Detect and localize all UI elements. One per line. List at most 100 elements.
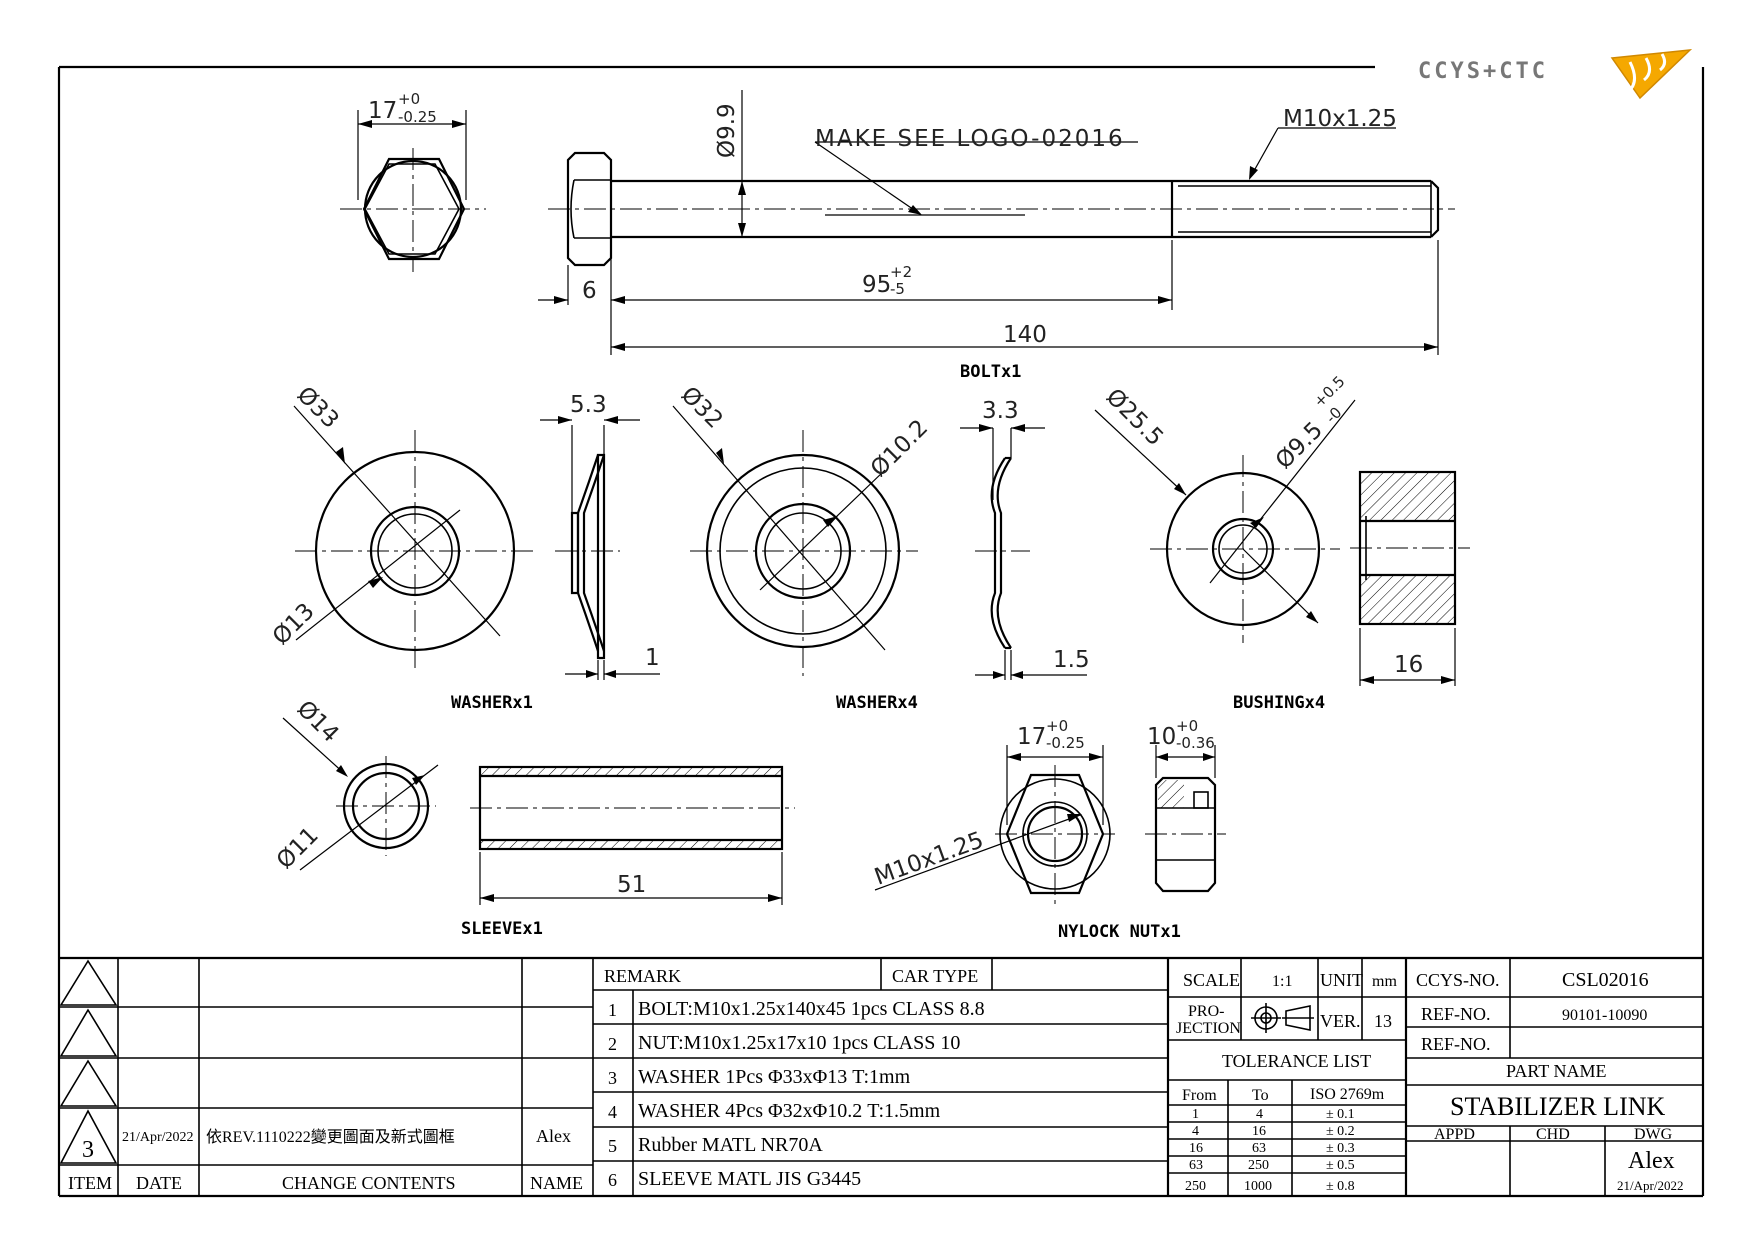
- washer4-thickness-dim: 1.5: [1053, 647, 1090, 673]
- rev-header-name: NAME: [530, 1173, 583, 1193]
- tol-from-2: 4: [1192, 1124, 1199, 1139]
- sleeve-end-view: [282, 717, 439, 871]
- bushing-label: BUSHINGx4: [1233, 693, 1325, 713]
- tol-val-4: ± 0.5: [1326, 1158, 1355, 1173]
- bolt-hex-af-dim: 17: [368, 98, 397, 124]
- unit-label: UNIT: [1320, 970, 1363, 990]
- appd-label: APPD: [1434, 1126, 1475, 1143]
- bolt-shank-tol-lower: -5: [890, 280, 905, 298]
- bolt-label: BOLTx1: [960, 362, 1021, 382]
- tol-to-1: 4: [1256, 1107, 1263, 1122]
- remark-no-5: 5: [608, 1136, 617, 1156]
- dwg-date: 21/Apr/2022: [1617, 1178, 1683, 1193]
- tol-from-3: 16: [1189, 1141, 1203, 1156]
- ccys-no-label: CCYS-NO.: [1416, 970, 1500, 990]
- rev-header-item: ITEM: [68, 1173, 112, 1193]
- bolt-side-view: [538, 90, 1455, 355]
- washer1-thickness-dim: 1: [645, 645, 660, 671]
- washer4-label: WASHERx4: [836, 693, 918, 713]
- remark-no-2: 2: [608, 1034, 617, 1054]
- nut-label: NYLOCK NUTx1: [1058, 922, 1181, 942]
- bushing-front-view: [1094, 399, 1356, 643]
- washer1-front-view: [293, 405, 537, 672]
- bushing-outer-dia-dim: Ø25.5: [1101, 384, 1168, 451]
- remark-text-1: BOLT:M10x1.25x140x45 1pcs CLASS 8.8: [638, 998, 985, 1020]
- washer1-inner-dia-dim: Ø13: [268, 598, 320, 650]
- rev-triangle-4: [59, 1109, 118, 1164]
- nut-th-tol-upper: +0: [1176, 717, 1198, 735]
- tol-from-1: 1: [1192, 1107, 1199, 1122]
- ref-no-value: 90101-10090: [1562, 1007, 1647, 1024]
- bushing-section-view: [1350, 470, 1470, 686]
- nut-side-view: [1145, 745, 1226, 893]
- tol-to-3: 63: [1252, 1141, 1266, 1156]
- projection-symbol-icon: [1251, 1003, 1314, 1033]
- remark-text-5: Rubber MATL NR70A: [638, 1134, 823, 1156]
- bolt-hex-tol-lower: -0.25: [398, 108, 437, 126]
- sleeve-outer-dia-dim: Ø14: [292, 696, 344, 748]
- ccys-no-value: CSL02016: [1562, 969, 1649, 991]
- bolt-head-height-dim: 6: [582, 278, 597, 304]
- tol-to-2: 16: [1252, 1124, 1266, 1139]
- washer1-side-view: [540, 416, 660, 680]
- dwg-label: DWG: [1634, 1126, 1673, 1143]
- rev-triangle-2: [59, 1008, 118, 1057]
- washer4-inner-dia-dim: Ø10.2: [866, 415, 933, 482]
- tol-val-3: ± 0.3: [1326, 1141, 1355, 1156]
- remark-text-4: WASHER 4Pcs Φ32xΦ10.2 T:1.5mm: [638, 1100, 941, 1122]
- bolt-marking-note: MAKE SEE LOGO-02016: [815, 126, 1125, 152]
- nut-af-tol-upper: +0: [1046, 717, 1068, 735]
- remark-text-3: WASHER 1Pcs Φ33xΦ13 T:1mm: [638, 1066, 911, 1088]
- unit-value: mm: [1372, 973, 1397, 990]
- svg-text:CCYS+CTC: CCYS+CTC: [1418, 59, 1548, 84]
- washer1-outer-dia-dim: Ø33: [292, 382, 344, 434]
- remark-text-2: NUT:M10x1.25x17x10 1pcs CLASS 10: [638, 1032, 960, 1054]
- rev-row-name: Alex: [536, 1126, 571, 1146]
- bolt-shank-dia-dim: Ø9.9: [714, 103, 740, 158]
- rev-row-item: 3: [82, 1137, 94, 1163]
- chd-label: CHD: [1536, 1126, 1570, 1143]
- nut-af-dim: 17: [1017, 724, 1046, 750]
- remark-text-6: SLEEVE MATL JIS G3445: [638, 1168, 861, 1190]
- tolerance-title: TOLERANCE LIST: [1222, 1051, 1371, 1071]
- tol-to-5: 1000: [1244, 1179, 1272, 1194]
- rev-triangle-1: [59, 959, 118, 1006]
- bolt-thread-dim: M10x1.25: [1283, 106, 1397, 132]
- projection-label-2: JECTION: [1176, 1020, 1241, 1037]
- nut-af-tol-lower: -0.25: [1046, 734, 1085, 752]
- bolt-hex-view: [340, 110, 486, 272]
- nut-thread-dim: M10x1.25: [871, 827, 987, 890]
- logo-flame-icon: [1610, 49, 1693, 100]
- tol-header-from: From: [1182, 1087, 1217, 1104]
- washer4-front-view: [672, 405, 918, 676]
- drawing-frame: [57, 65, 1705, 1198]
- tol-from-5: 250: [1185, 1179, 1206, 1194]
- company-logo: CCYS+CTC: [1418, 49, 1693, 100]
- sleeve-side-view: [470, 765, 795, 905]
- washer4-outer-dia-dim: Ø32: [676, 382, 728, 434]
- tol-header-std: ISO 2769m: [1310, 1086, 1385, 1103]
- nut-front-view: [874, 745, 1115, 905]
- remark-no-6: 6: [608, 1170, 617, 1190]
- bolt-shank-length-dim: 95: [862, 272, 891, 298]
- part-name-value: STABILIZER LINK: [1450, 1092, 1665, 1121]
- tol-val-2: ± 0.2: [1326, 1124, 1355, 1139]
- sleeve-label: SLEEVEx1: [461, 919, 543, 939]
- nut-th-tol-lower: -0.36: [1176, 734, 1215, 752]
- washer4-height-dim: 3.3: [982, 398, 1019, 424]
- tol-val-5: ± 0.8: [1326, 1179, 1355, 1194]
- bushing-inner-tol-upper: +0.5: [1310, 372, 1348, 410]
- projection-label-1: PRO-: [1188, 1003, 1224, 1020]
- ver-label: VER.: [1320, 1011, 1361, 1031]
- rev-header-content: CHANGE CONTENTS: [282, 1173, 456, 1193]
- ref-no-label: REF-NO.: [1421, 1004, 1491, 1024]
- tol-from-4: 63: [1189, 1158, 1203, 1173]
- remark-header: REMARK: [604, 966, 681, 986]
- rev-row-content: 依REV.1110222變更圖面及新式圖框: [206, 1128, 455, 1146]
- nut-thickness-dim: 10: [1147, 724, 1176, 750]
- ver-value: 13: [1374, 1011, 1392, 1031]
- dwg-name: Alex: [1628, 1148, 1675, 1174]
- sleeve-inner-dia-dim: Ø11: [272, 822, 324, 874]
- rev-header-date: DATE: [136, 1173, 182, 1193]
